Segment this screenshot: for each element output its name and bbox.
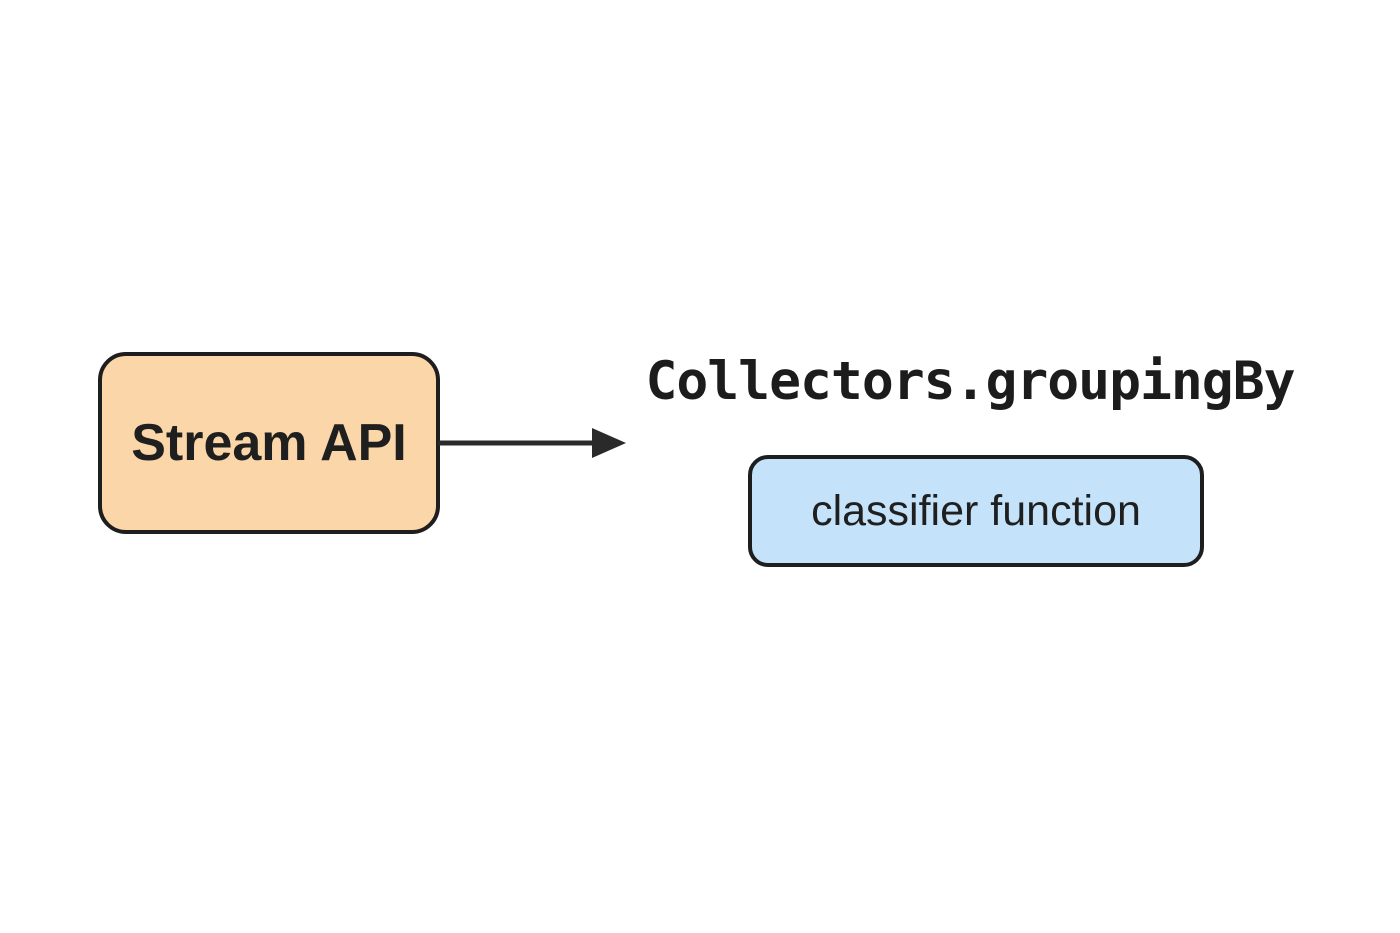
flow-arrow bbox=[438, 428, 626, 458]
node-stream-api-label: Stream API bbox=[131, 414, 407, 472]
node-classifier-function: classifier function bbox=[748, 455, 1204, 567]
flow-arrowhead-icon bbox=[592, 428, 626, 458]
grouping-by-label: Collectors.groupingBy bbox=[645, 350, 1295, 412]
node-stream-api: Stream API bbox=[98, 352, 440, 534]
node-classifier-function-label: classifier function bbox=[811, 486, 1141, 535]
